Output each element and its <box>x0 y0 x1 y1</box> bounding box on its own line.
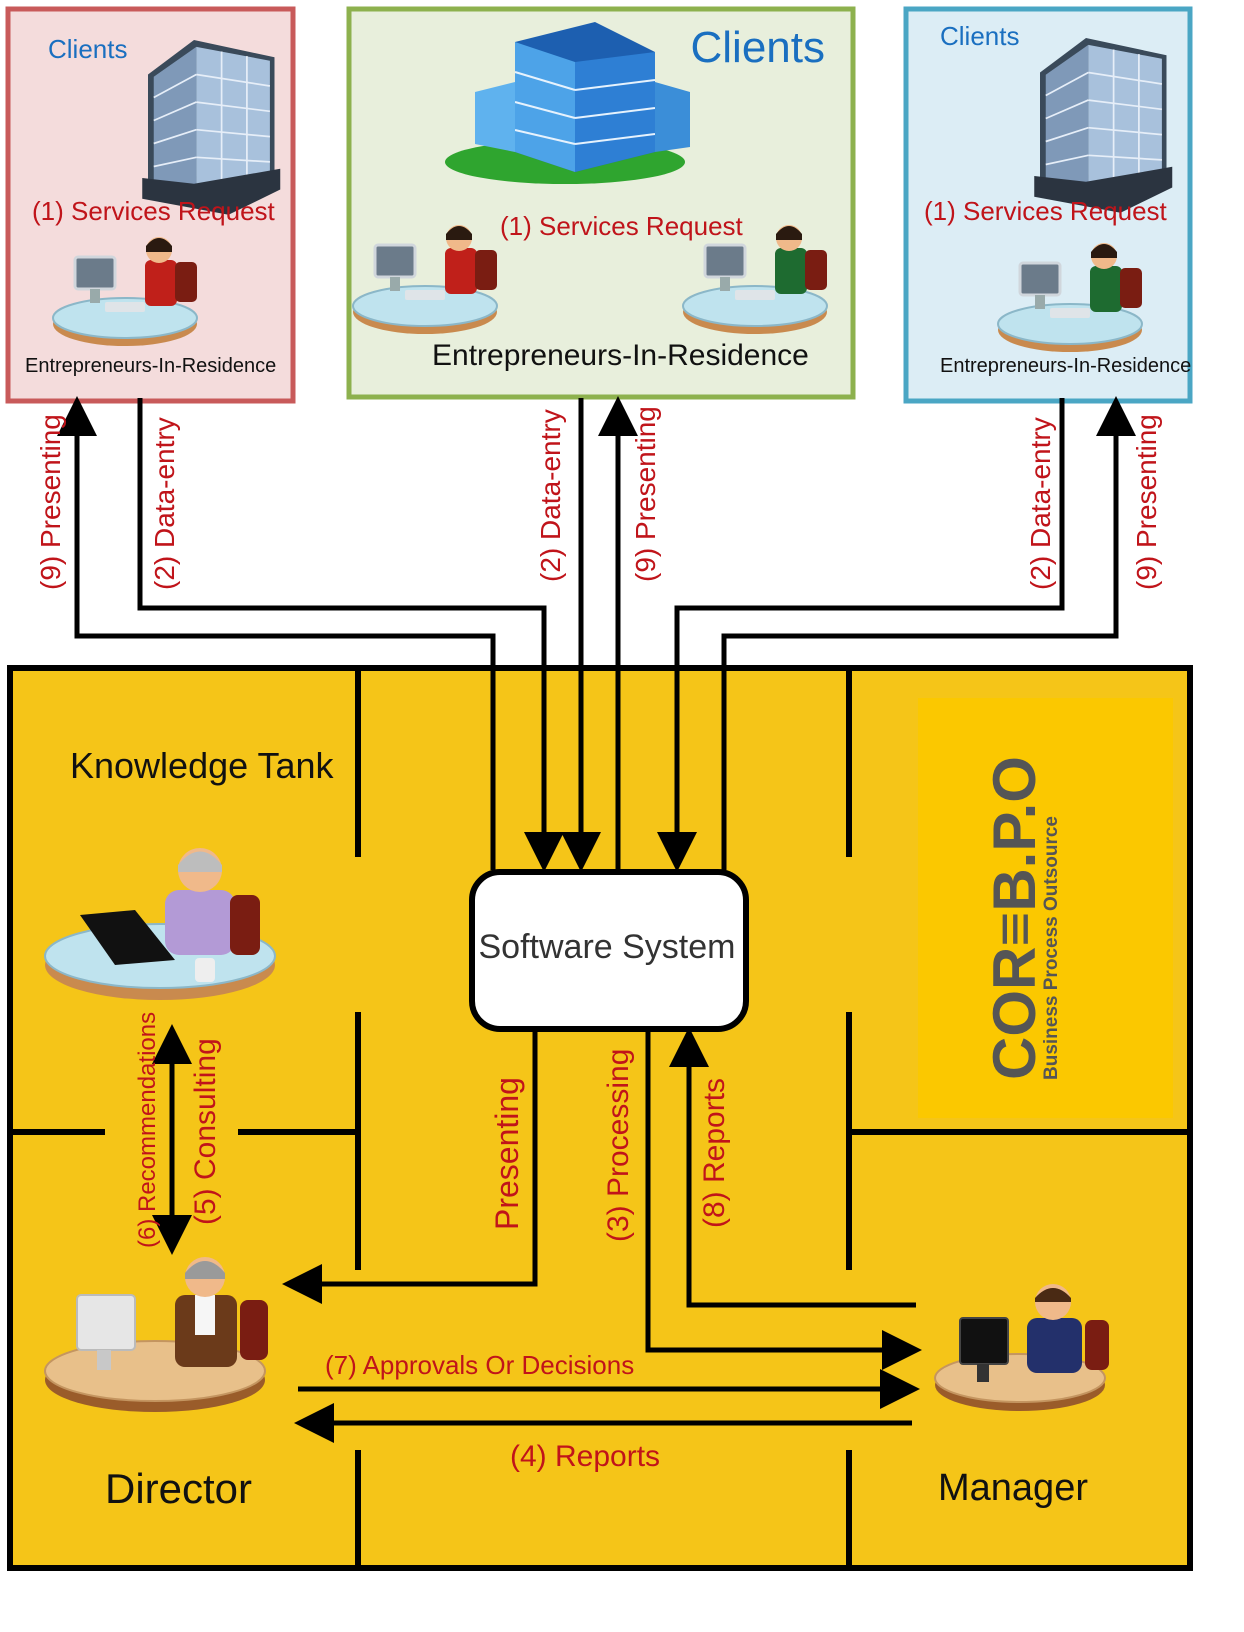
services-request-left: (1) Services Request <box>32 196 276 226</box>
office-walls <box>10 668 1190 1568</box>
eir-label-right: Entrepreneurs-In-Residence <box>940 355 1191 377</box>
services-request-center: (1) Services Request <box>500 211 744 241</box>
software-system-box <box>469 869 749 1032</box>
logo-tagline: Business Process Outsource <box>1041 816 1062 1080</box>
label-recommendations: (6) Recommendations <box>134 1012 161 1248</box>
office-building-icon <box>141 39 282 216</box>
logo-panel <box>918 698 1173 1118</box>
arrow-presenting-right <box>721 396 1136 870</box>
office-outline <box>7 665 1193 1571</box>
services-request-right: (1) Services Request <box>924 196 1168 226</box>
office-building-icon <box>445 22 690 184</box>
label-processing: (3) Processing <box>602 1049 635 1242</box>
director-label: Director <box>105 1465 252 1512</box>
core-bpo-logo: COR≡B.P.O Business Process Outsource <box>981 756 1062 1080</box>
client-title-left: Clients <box>48 34 127 64</box>
knowledge-tank-label: Knowledge Tank <box>70 745 335 786</box>
office-building-icon <box>1033 37 1174 214</box>
label-dataentry-center: (2) Data-entry <box>535 409 566 582</box>
label-consulting: (5) Consulting <box>189 1038 222 1225</box>
label-presenting-center: (9) Presenting <box>630 406 661 582</box>
label-dataentry-left: (2) Data-entry <box>149 417 180 590</box>
eir-label-center: Entrepreneurs-In-Residence <box>432 339 809 372</box>
arrow-processing <box>645 1032 922 1370</box>
senior-worker-icon <box>44 848 276 1000</box>
arrow-presenting-director <box>282 1032 538 1304</box>
label-presenting-right: (9) Presenting <box>1131 414 1162 590</box>
label-reports-4: (4) Reports <box>510 1440 660 1473</box>
eir-label-left: Entrepreneurs-In-Residence <box>25 355 276 377</box>
label-approvals: (7) Approvals Or Decisions <box>325 1350 634 1380</box>
arrow-dataentry-left <box>137 398 564 872</box>
manager-label: Manager <box>938 1467 1088 1509</box>
arrow-reports-8 <box>669 1027 916 1308</box>
label-presenting-office: Presenting <box>489 1077 525 1230</box>
label-dataentry-right: (2) Data-entry <box>1025 417 1056 590</box>
arrow-presenting-left <box>57 396 496 870</box>
client-title-center: Clients <box>691 23 826 72</box>
client-title-right: Clients <box>940 21 1019 51</box>
director-icon <box>44 1257 268 1412</box>
manager-icon <box>934 1284 1109 1411</box>
software-system-label: Software System <box>479 928 736 966</box>
arrow-dataentry-right <box>657 398 1065 872</box>
label-reports-8: (8) Reports <box>698 1078 731 1228</box>
logo-name: COR≡B.P.O <box>981 756 1048 1080</box>
label-presenting-left: (9) Presenting <box>35 414 66 590</box>
